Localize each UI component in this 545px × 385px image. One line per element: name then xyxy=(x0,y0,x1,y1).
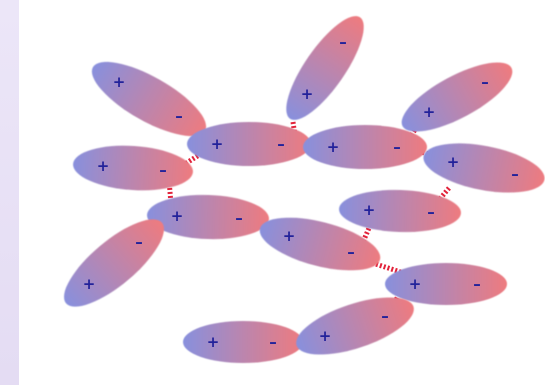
positive-sign-12: + xyxy=(207,333,220,351)
dipole-body-4 xyxy=(303,125,427,169)
dipole-body-5 xyxy=(72,142,195,194)
dipole-diagram: + – + – + – + – + – + – + – + – + – + – + – + – + – + – xyxy=(19,0,545,385)
dipole-molecule-4 xyxy=(303,125,427,169)
positive-sign-9: + xyxy=(363,201,376,219)
dipole-molecule-2 xyxy=(393,49,522,144)
negative-sign-8: – xyxy=(347,243,355,261)
negative-sign-4: – xyxy=(393,138,401,156)
negative-sign-5: – xyxy=(159,161,167,179)
positive-sign-4: + xyxy=(327,138,340,156)
dipole-molecule-7 xyxy=(146,193,269,241)
dipole-molecule-3 xyxy=(187,122,311,166)
positive-sign-13: + xyxy=(319,327,332,345)
negative-sign-2: – xyxy=(481,73,489,91)
dipole-molecule-12 xyxy=(183,321,303,363)
dipole-body-3 xyxy=(187,122,311,166)
negative-sign-12: – xyxy=(269,333,277,351)
negative-sign-11: – xyxy=(473,275,481,293)
negative-sign-7: – xyxy=(235,209,243,227)
negative-sign-9: – xyxy=(427,203,435,221)
dipole-molecule-11 xyxy=(385,263,507,305)
dipole-body-11 xyxy=(385,263,507,305)
dipole-body-1 xyxy=(273,6,376,130)
dipole-body-7 xyxy=(146,193,269,241)
negative-sign-10: – xyxy=(135,233,143,251)
positive-sign-11: + xyxy=(409,275,422,293)
positive-sign-10: + xyxy=(83,275,96,293)
negative-sign-13: – xyxy=(381,307,389,325)
dipole-body-10 xyxy=(52,206,176,320)
negative-sign-3: – xyxy=(277,135,285,153)
positive-sign-7: + xyxy=(171,207,184,225)
positive-sign-6: + xyxy=(447,153,460,171)
positive-sign-3: + xyxy=(211,135,224,153)
negative-sign-0: – xyxy=(175,107,183,125)
dipole-molecule-6 xyxy=(419,135,545,202)
negative-sign-6: – xyxy=(511,165,519,183)
diagram-panel: + – + – + – + – + – + – + – + – + – + – + – + – + – + – xyxy=(19,0,545,385)
positive-sign-1: + xyxy=(301,85,314,103)
dipole-body-12 xyxy=(183,321,303,363)
positive-sign-0: + xyxy=(113,73,126,91)
dipole-molecule-1 xyxy=(273,6,376,130)
positive-sign-5: + xyxy=(97,157,110,175)
dipole-molecule-5 xyxy=(72,142,195,194)
dipole-body-6 xyxy=(419,135,545,202)
dipole-body-2 xyxy=(393,49,522,144)
positive-sign-2: + xyxy=(423,103,436,121)
negative-sign-1: – xyxy=(339,33,347,51)
dipole-molecules: + – + – + – + – + – + – + – + – + – + – + – + – + – + – xyxy=(52,6,545,366)
positive-sign-8: + xyxy=(283,227,296,245)
dipole-molecule-10 xyxy=(52,206,176,320)
